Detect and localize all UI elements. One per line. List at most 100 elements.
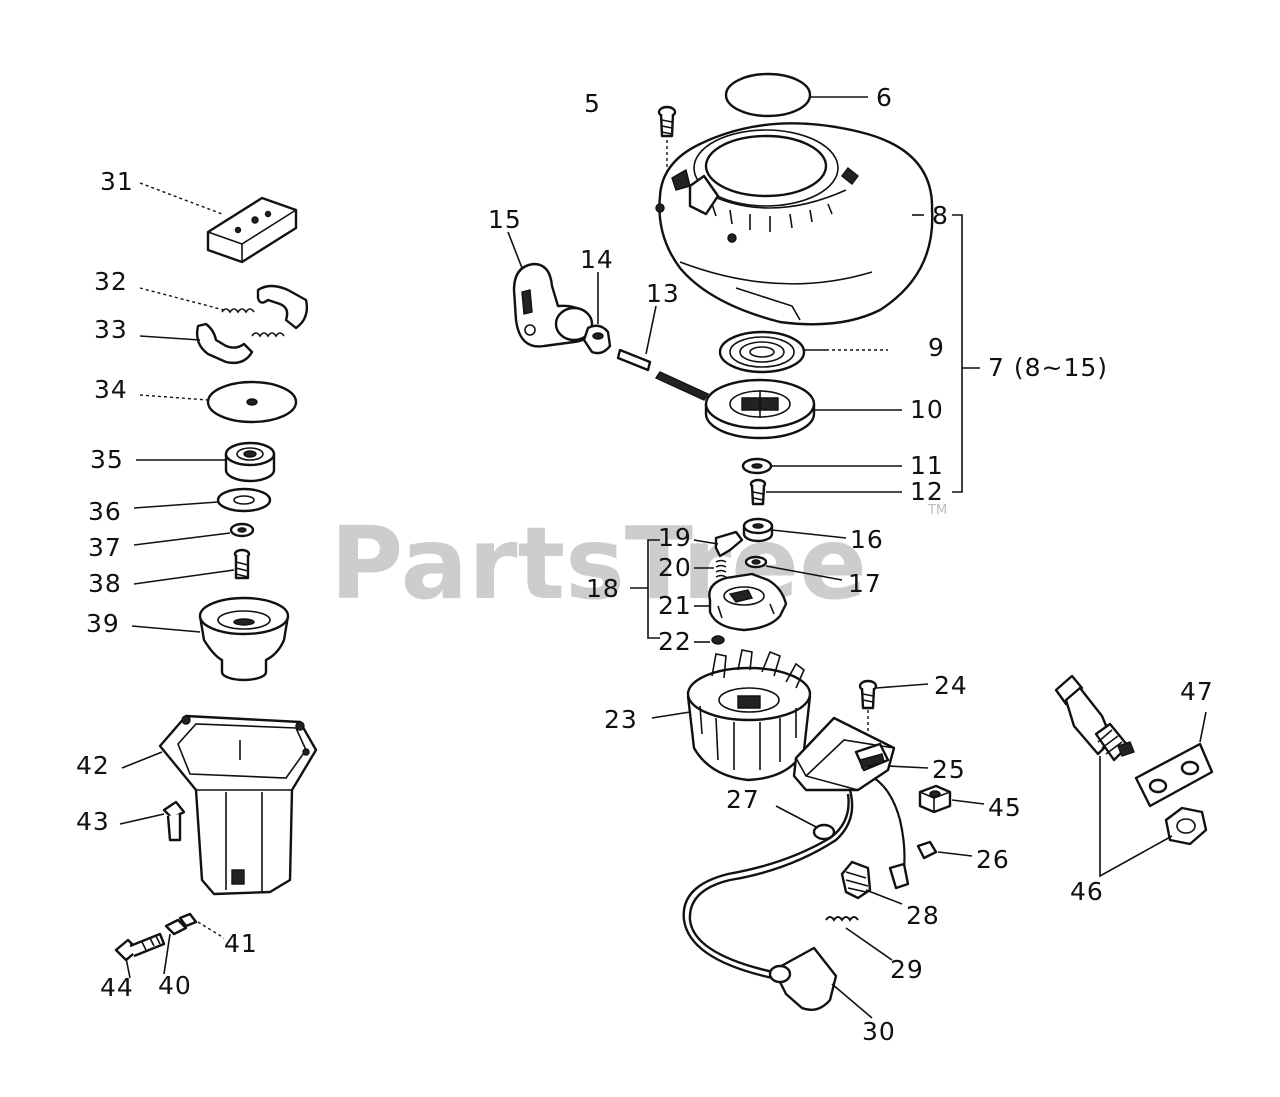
label-6: 6 — [876, 83, 893, 112]
label-29: 29 — [890, 955, 924, 984]
label-41: 41 — [224, 929, 258, 958]
part-6-ring — [724, 72, 812, 118]
label-43: 43 — [76, 807, 110, 836]
label-13: 13 — [646, 279, 680, 308]
part-38-bolt — [233, 548, 251, 580]
part-22-nut — [711, 635, 725, 645]
label-10: 10 — [910, 395, 944, 424]
label-35: 35 — [90, 445, 124, 474]
leader-39 — [131, 625, 201, 633]
leader-41 — [197, 921, 225, 939]
leader-43 — [119, 813, 165, 825]
part-47-plate — [1134, 742, 1214, 808]
leader-36 — [133, 501, 219, 509]
leader-26 — [937, 851, 973, 857]
part-37-washer — [229, 522, 255, 538]
part-16-nut — [742, 517, 774, 543]
leader-34 — [139, 394, 209, 401]
leader-23 — [651, 711, 691, 719]
label-39: 39 — [86, 609, 120, 638]
part-44-bolt — [114, 932, 166, 962]
leader-25 — [887, 765, 929, 769]
label-12: 12 — [910, 477, 944, 506]
label-31: 31 — [100, 167, 134, 196]
part-19-pawl — [714, 530, 744, 558]
label-24: 24 — [934, 671, 968, 700]
label-25: 25 — [932, 755, 966, 784]
part-28-cap-fitting — [840, 860, 872, 900]
label-16: 16 — [850, 525, 884, 554]
part-29-spring — [825, 916, 859, 922]
label-27: 27 — [726, 785, 760, 814]
label-44: 44 — [100, 973, 134, 1002]
part-32-33-clutch-shoes — [195, 284, 309, 365]
ground-wire — [873, 777, 906, 869]
label-33: 33 — [94, 315, 128, 344]
label-34: 34 — [94, 375, 128, 404]
part-45-nut — [918, 784, 952, 814]
part-24-bolt — [858, 679, 878, 710]
part-40-41-nut-washer — [164, 912, 198, 936]
part-13-starter-rope — [616, 348, 710, 401]
leader-32 — [139, 287, 225, 311]
label-14: 14 — [580, 245, 614, 274]
bracket-18 — [630, 539, 660, 639]
label-22: 22 — [658, 627, 692, 656]
part-39-clutch-drum — [198, 596, 290, 682]
label-36: 36 — [88, 497, 122, 526]
leader-38 — [133, 569, 235, 585]
part-27-spark-plug-cord — [682, 789, 854, 982]
part-9-recoil-spring — [718, 330, 826, 374]
leader-42 — [121, 751, 163, 769]
label-9: 9 — [928, 333, 945, 362]
label-46: 46 — [1070, 877, 1104, 906]
part-31-pad — [206, 196, 298, 264]
leader-40 — [163, 933, 171, 975]
leader-33 — [139, 335, 201, 341]
leader-31 — [139, 182, 223, 215]
label-17: 17 — [848, 569, 882, 598]
label-15: 15 — [488, 205, 522, 234]
part-36-washer — [216, 487, 272, 513]
part-23-flywheel — [686, 649, 812, 782]
label-47: 47 — [1180, 677, 1214, 706]
leader-15 — [507, 231, 523, 269]
bracket-7 — [952, 214, 980, 493]
leader-24 — [875, 683, 929, 689]
leader-46 — [1099, 756, 1173, 878]
leader-29 — [845, 927, 893, 961]
label-38: 38 — [88, 569, 122, 598]
label-7: 7 (8~15) — [988, 353, 1108, 382]
part-15-starter-handle — [512, 262, 594, 348]
part-43-bolt — [162, 800, 186, 842]
part-20-spring — [715, 559, 727, 578]
part-12-screw — [749, 478, 767, 506]
label-20: 20 — [658, 553, 692, 582]
part-35-bearing — [224, 441, 276, 483]
leader-44 — [125, 957, 131, 979]
part-46-nut — [1164, 806, 1208, 846]
leader-28 — [865, 889, 903, 905]
leader-17 — [765, 565, 843, 581]
part-25-ignition-coil — [792, 716, 896, 792]
label-40: 40 — [158, 971, 192, 1000]
part-21-pawl-carrier — [708, 572, 788, 632]
part-26-terminal — [888, 840, 938, 890]
leader-47 — [1199, 711, 1207, 743]
part-46-stop-switch — [1054, 674, 1135, 762]
part-8-starter-case — [655, 122, 934, 326]
leader-27 — [775, 805, 819, 829]
leader-37 — [133, 532, 231, 546]
label-45: 45 — [988, 793, 1022, 822]
leader-19 — [693, 539, 719, 545]
label-11: 11 — [910, 451, 944, 480]
part-5-screw — [657, 105, 677, 138]
part-30-plug-cap — [768, 946, 838, 1011]
label-28: 28 — [906, 901, 940, 930]
label-26: 26 — [976, 845, 1010, 874]
part-42-clutch-housing — [158, 714, 318, 896]
label-18: 18 — [586, 574, 620, 603]
part-34-plate — [206, 380, 298, 424]
leader-45 — [951, 799, 985, 805]
